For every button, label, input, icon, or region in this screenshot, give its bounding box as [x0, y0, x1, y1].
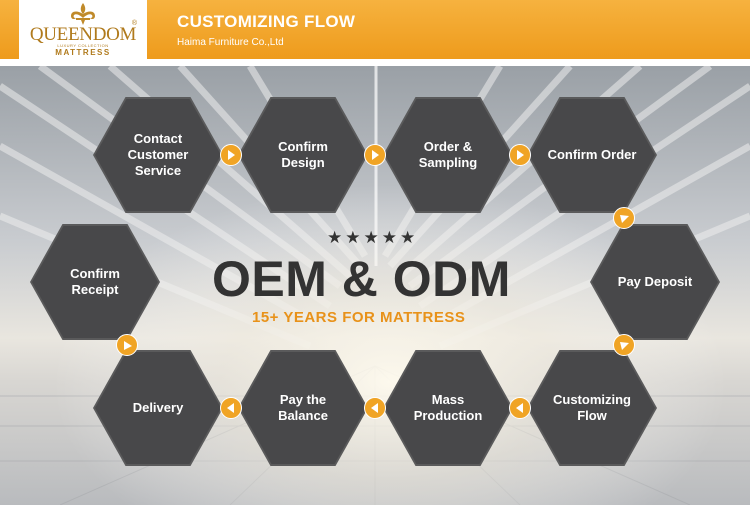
company-name: Haima Furniture Co.,Ltd — [177, 37, 284, 48]
step-label: Pay the Balance — [278, 392, 328, 423]
logo: QUEENDOM ® LUXURY COLLECTION MATTRESS — [19, 0, 147, 59]
arrow-right-icon — [220, 144, 242, 166]
arrow-left-icon — [509, 397, 531, 419]
registered-mark: ® — [131, 20, 137, 27]
header-bar: QUEENDOM ® LUXURY COLLECTION MATTRESS CU… — [0, 0, 750, 59]
step-confirm-order: Confirm Order — [527, 97, 657, 213]
step-delivery: Delivery — [93, 350, 223, 466]
step-label: Confirm Design — [278, 139, 328, 170]
step-label: Contact Customer Service — [127, 131, 189, 178]
step-label: Confirm Order — [547, 147, 637, 162]
logo-subtitle: MATTRESS — [55, 48, 111, 57]
step-label: Confirm Receipt — [70, 266, 120, 297]
step-label: Customizing Flow — [553, 392, 631, 423]
step-label: Order & Sampling — [418, 139, 478, 170]
arrow-down-icon — [613, 334, 635, 356]
tagline: 15+ YEARS FOR MATTRESS — [252, 309, 466, 326]
arrow-left-icon — [364, 397, 386, 419]
arrow-right-icon — [364, 144, 386, 166]
step-confirm-receipt: Confirm Receipt — [30, 224, 160, 340]
step-label: Delivery — [132, 400, 184, 415]
logo-tagline: LUXURY COLLECTION — [57, 43, 109, 48]
fleur-de-lis-icon — [71, 3, 95, 25]
arrow-down-icon — [613, 207, 635, 229]
arrow-up-icon — [116, 334, 138, 356]
arrow-left-icon — [220, 397, 242, 419]
step-pay-deposit: Pay Deposit — [590, 224, 720, 340]
page-title: CUSTOMIZING FLOW — [177, 12, 356, 31]
step-label: Mass Production — [413, 392, 483, 423]
arrow-right-icon — [509, 144, 531, 166]
rating-stars: ★★★★★ — [327, 228, 419, 247]
step-customizing-flow: Customizing Flow — [527, 350, 657, 466]
logo-wordmark: QUEENDOM — [29, 24, 137, 45]
step-label: Pay Deposit — [617, 274, 693, 289]
headline: OEM & ODM — [212, 251, 511, 307]
